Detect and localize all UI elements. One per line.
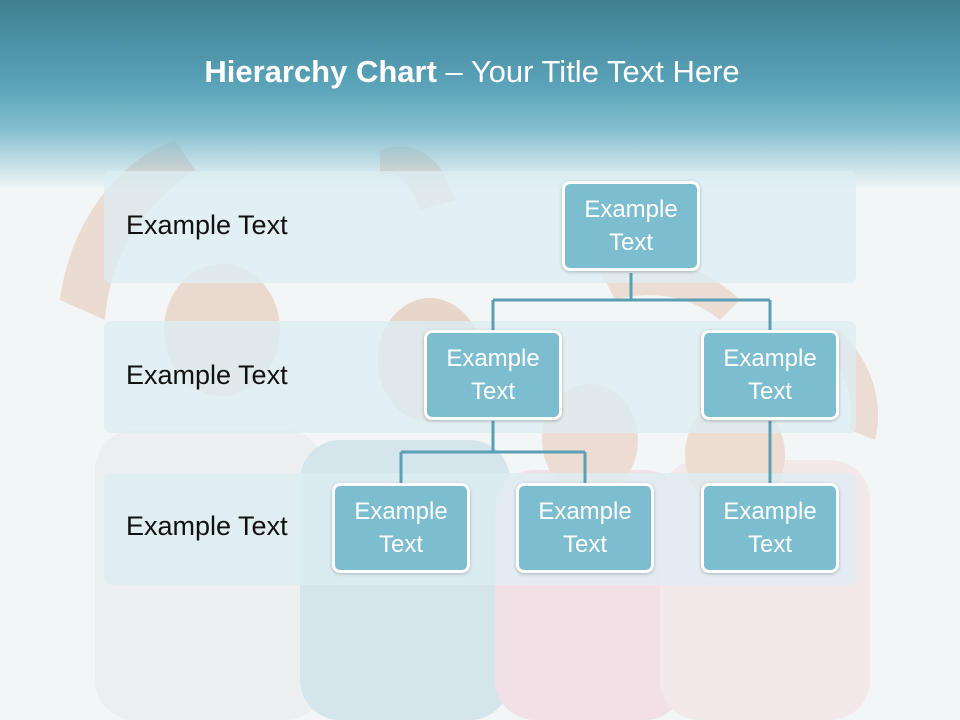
node-level2-a[interactable]: Example Text [424, 330, 562, 420]
row-band-1 [104, 171, 856, 283]
header-band [0, 0, 960, 190]
row-label-3: Example Text [126, 511, 288, 541]
node-level3-c-label: Example Text [723, 498, 817, 558]
slide-title: Hierarchy Chart – Your Title Text Here [0, 54, 944, 90]
title-rest: Your Title Text Here [470, 54, 740, 89]
node-root[interactable]: Example Text [562, 181, 700, 271]
node-level3-c[interactable]: Example Text [701, 483, 839, 573]
row-label-1: Example Text [126, 210, 288, 240]
node-level2-b[interactable]: Example Text [701, 330, 839, 420]
node-level3-a-label: Example Text [354, 498, 448, 558]
title-dash: – [436, 54, 471, 89]
title-bold: Hierarchy Chart [204, 54, 437, 89]
row-label-2: Example Text [126, 360, 288, 390]
node-root-label: Example Text [584, 196, 678, 256]
node-level3-b-label: Example Text [538, 498, 632, 558]
node-level2-a-label: Example Text [446, 345, 540, 405]
node-level3-b[interactable]: Example Text [516, 483, 654, 573]
node-level3-a[interactable]: Example Text [332, 483, 470, 573]
node-level2-b-label: Example Text [723, 345, 817, 405]
